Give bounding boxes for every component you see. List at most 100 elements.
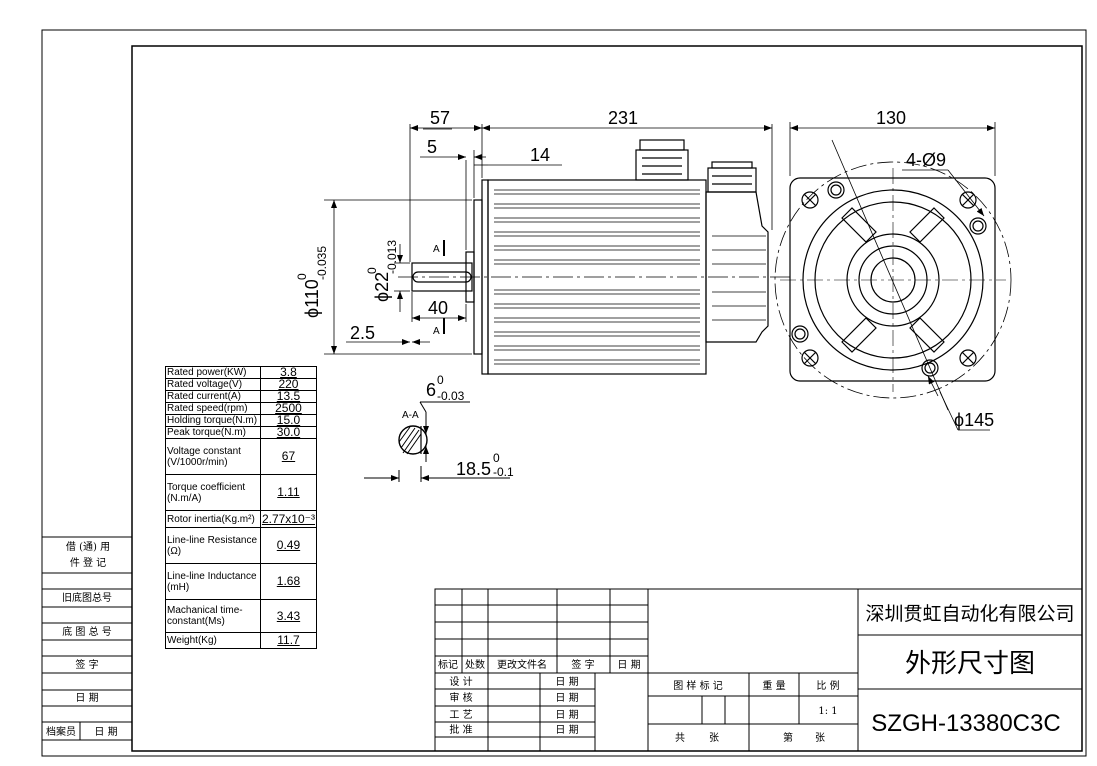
tb-change-doc: 更改文件名 [497,658,547,671]
dim-key-18-5: 18.5 [456,459,491,479]
spec-label: Line-line Resistance (Ω) [165,527,261,564]
spec-row: Rated current(A)13.5 [165,390,318,403]
section-mark-bottom: A [433,326,440,337]
front-dimensions [789,122,996,431]
tb-weight: 重 量 [762,679,785,692]
spec-row: Voltage constant (V/1000r/min)67 [165,438,318,475]
side-borrow: 借 (通) 用 [66,541,110,553]
dim-57: 57 [430,108,450,128]
spec-label: Rated voltage(V) [165,378,261,391]
dim-key-6: 6 [426,380,436,400]
side-date2: 日 期 [94,726,117,738]
spec-value: 1.68 [259,563,318,600]
dim-130: 130 [876,108,906,128]
spec-label: Rated speed(rpm) [165,402,261,415]
tb-date-4: 日 期 [555,724,578,736]
spec-label: Line-line Inductance (mH) [165,563,261,600]
dim-5: 5 [427,137,437,157]
tb-design: 设 计 [449,675,472,688]
tb-title: 外形尺寸图 [905,649,1035,679]
section-mark-top: A [433,244,440,255]
tb-count: 处数 [465,658,485,671]
tb-model: SZGH-13380C3C [871,710,1060,737]
dim-phi22: ϕ22 [372,272,392,302]
title-block [434,588,1083,752]
spec-value: 11.7 [259,632,318,649]
tb-sign: 签 字 [571,658,594,671]
dim-phi145: ϕ145 [954,410,994,430]
spec-value: 3.43 [259,599,318,633]
dim-phi110-lower: -0.035 [315,246,329,280]
tb-drawing-mark: 图 样 标 记 [673,679,723,692]
tb-date-2: 日 期 [555,692,578,704]
spec-label: Machanical time-constant(Ms) [165,599,261,633]
spec-value: 67 [259,438,318,475]
dim-231: 231 [608,108,638,128]
dim-phi110: ϕ110 [302,279,322,318]
spec-label: Rated power(KW) [165,366,261,379]
side-old-base-no: 旧底图总号 [62,591,112,604]
side-register: 件 登 记 [70,556,106,569]
dim-phi22-lower: -0.013 [385,240,399,274]
tb-date-3: 日 期 [555,709,578,721]
tb-date-1: 日 期 [555,676,578,688]
tb-scale-value: 1: 1 [818,706,837,717]
spec-row: Rotor inertia(Kg.m²)2.77x10⁻³ [165,510,318,528]
spec-label: Weight(Kg) [165,632,261,649]
side-view [411,139,769,375]
spec-value: 30.0 [259,426,318,439]
spec-row: Peak torque(N.m)30.0 [165,426,318,439]
side-date: 日 期 [75,692,98,704]
dim-key-18-5-upper: 0 [493,451,500,465]
spec-label: Voltage constant (V/1000r/min) [165,438,261,475]
tb-no: 第 [783,731,793,744]
tb-date: 日 期 [617,659,640,671]
dim-key-18-5-lower: -0.1 [493,465,514,479]
tb-company: 深圳贯虹自动化有限公司 [865,603,1074,625]
spec-label: Holding torque(N.m) [165,414,261,427]
spec-value: 1.11 [259,474,318,511]
side-base-no: 底 图 总 号 [62,625,112,638]
dim-phi110-upper: 0 [295,273,309,280]
spec-row: Line-line Resistance (Ω)0.49 [165,527,318,564]
section-aa-label: A-A [402,410,419,421]
tb-scale: 比 例 [816,679,839,692]
spec-value: 220 [259,378,318,391]
spec-row: Line-line Inductance (mH)1.68 [165,563,318,600]
spec-row: Machanical time-constant(Ms)3.43 [165,599,318,633]
spec-row: Rated power(KW)3.8 [165,366,318,379]
section-aa [364,401,510,482]
outer-frame [41,29,1087,757]
spec-row: Torque coefficient (N.m/A)1.11 [165,474,318,511]
dim-key-6-lower: -0.03 [437,389,465,403]
tb-sheets: 张 [709,732,719,744]
tb-total: 共 [675,732,685,744]
dim-phi22-upper: 0 [365,267,379,274]
dim-14: 14 [530,145,550,165]
spec-value: 2.77x10⁻³ [259,510,318,528]
side-archivist: 档案员 [46,725,76,738]
side-dimensions [324,124,773,355]
tb-approve: 批 准 [449,723,472,736]
spec-value: 0.49 [259,527,318,564]
spec-row: Weight(Kg)11.7 [165,632,318,649]
dim-key-6-upper: 0 [437,373,444,387]
dim-2-5: 2.5 [350,323,375,343]
front-view [774,139,1012,411]
tb-mark: 标记 [438,659,458,671]
spec-label: Peak torque(N.m) [165,426,261,439]
spec-label: Rotor inertia(Kg.m²) [165,510,261,528]
spec-row: Rated voltage(V)220 [165,378,318,391]
side-panel [42,536,132,741]
tb-review: 审 核 [449,691,472,704]
spec-label: Rated current(A) [165,390,261,403]
spec-label: Torque coefficient (N.m/A) [165,474,261,511]
dim-40: 40 [428,298,448,318]
tb-sheet: 张 [815,732,825,744]
side-sign: 签 字 [75,658,98,671]
dim-holes: 4-Ø9 [906,150,946,170]
tb-process: 工 艺 [449,709,472,721]
spec-value: 13.5 [259,390,318,403]
